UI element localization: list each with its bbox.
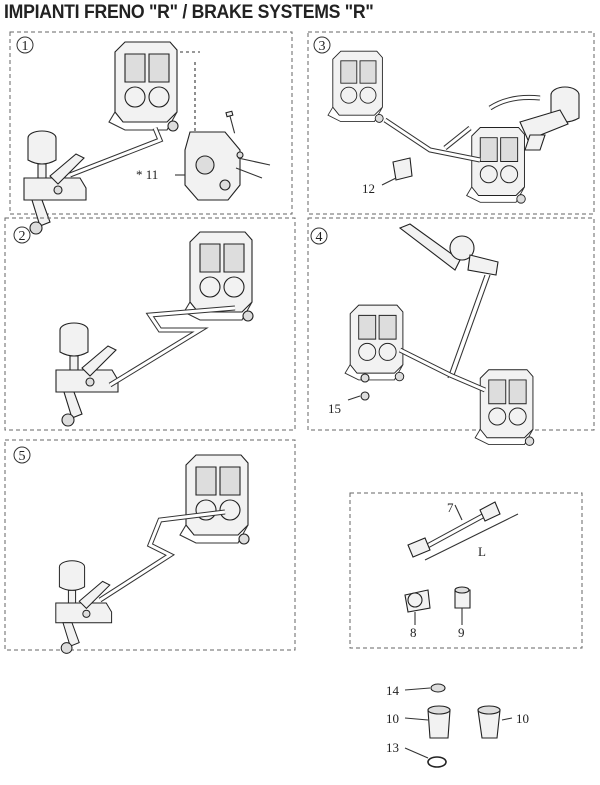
panel-5-number: 5 — [19, 449, 26, 464]
callout-12: 12 — [362, 181, 375, 196]
panel-2-number: 2 — [19, 229, 26, 244]
panel-3-number: 3 — [319, 39, 326, 54]
callout-8: 8 — [410, 625, 417, 640]
callout-7: 7 — [447, 500, 454, 515]
callout-10-right: 10 — [516, 711, 529, 726]
panel-hose-parts: 7 L 8 9 — [349, 492, 583, 649]
panel-1: 1 * 11 — [9, 31, 293, 235]
callout-11: * 11 — [136, 167, 158, 182]
callout-13: 13 — [386, 740, 399, 755]
callout-15: 15 — [328, 401, 341, 416]
loose-fittings: 14 10 10 13 — [386, 683, 529, 768]
panel-2: 2 — [4, 217, 296, 431]
panel-4-number: 4 — [316, 230, 323, 245]
callout-L: L — [478, 544, 486, 559]
panel-4: 4 15 — [307, 217, 595, 446]
page-title: IMPIANTI FRENO "R" / BRAKE SYSTEMS "R" — [4, 2, 374, 23]
callout-10-left: 10 — [386, 711, 399, 726]
callout-14: 14 — [386, 683, 400, 698]
panel-5: 5 — [4, 439, 296, 654]
callout-9: 9 — [458, 625, 465, 640]
panel-1-number: 1 — [22, 39, 29, 54]
panel-3: 3 12 — [307, 31, 595, 215]
